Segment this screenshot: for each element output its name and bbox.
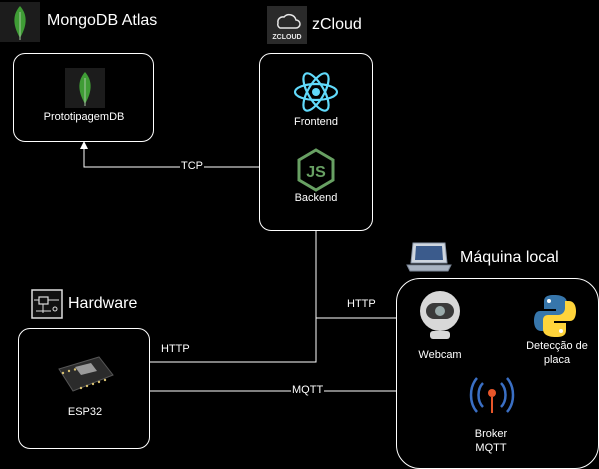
svg-text:ZCLOUD: ZCLOUD	[272, 34, 301, 41]
python-icon[interactable]	[532, 293, 578, 339]
local-machine-container: Webcam Detecção de placa Broker MQTT	[396, 278, 599, 469]
webcam-icon[interactable]	[417, 289, 463, 343]
tcp-connector	[80, 141, 292, 168]
zcloud-logo-icon: ZCLOUD	[267, 6, 307, 44]
frontend-label: Frontend	[293, 116, 339, 128]
hardware-title: Hardware	[68, 295, 138, 312]
broker-label-line1: Broker	[474, 428, 508, 440]
esp32-chip-icon	[58, 356, 114, 392]
detection-label-line1: Detecção de	[526, 340, 588, 352]
broker-label-line2: MQTT	[475, 442, 507, 454]
http-local-edge-label: HTTP	[346, 298, 377, 310]
http-esp-connector	[150, 218, 320, 363]
mongodb-atlas-title: MongoDB Atlas	[47, 12, 158, 29]
tcp-edge-label: TCP	[180, 160, 204, 172]
prototipagemdb-label: PrototipagemDB	[43, 111, 125, 123]
broker-antenna-icon[interactable]	[467, 375, 517, 415]
esp32-label: ESP32	[67, 406, 103, 418]
zcloud-container: Frontend JS Backend	[259, 53, 373, 231]
mongodb-atlas-logo	[0, 2, 40, 42]
esp32-node[interactable]: ESP32	[18, 328, 150, 449]
zcloud-title: zCloud	[312, 16, 362, 33]
react-icon	[293, 72, 339, 112]
mqtt-edge-label: MQTT	[291, 384, 325, 396]
svg-text:JS: JS	[306, 164, 326, 181]
detection-label-line2: placa	[543, 354, 571, 366]
prototipagemdb-node[interactable]: PrototipagemDB	[13, 53, 154, 142]
hardware-board-icon	[31, 289, 63, 319]
http-esp-edge-label: HTTP	[160, 343, 191, 355]
mongodb-leaf-icon	[14, 6, 26, 40]
backend-label: Backend	[294, 192, 338, 204]
webcam-label: Webcam	[418, 349, 462, 361]
nodejs-icon[interactable]: JS	[296, 148, 336, 192]
laptop-icon	[406, 242, 452, 272]
local-machine-title: Máquina local	[460, 249, 559, 266]
mongodb-leaf-icon	[65, 68, 105, 108]
